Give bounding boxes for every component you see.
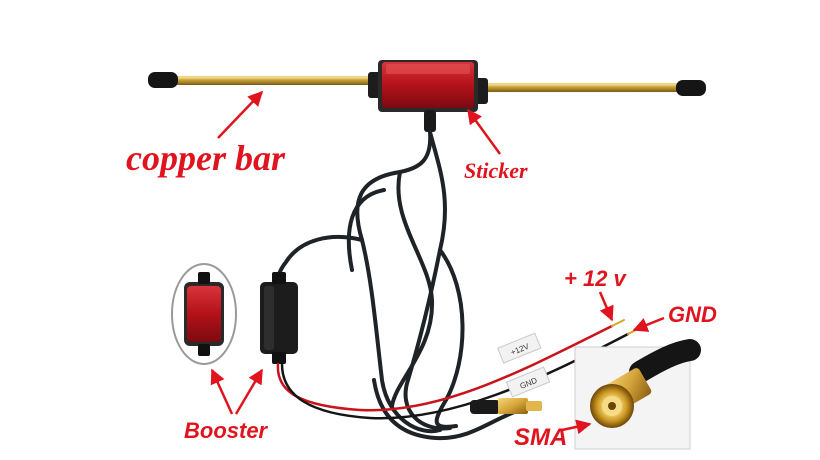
label-gnd: GND [668,302,717,327]
label-copper-bar: copper bar [126,138,285,178]
wire-tag-12v: +12V [497,332,542,364]
copper-bar-left [174,76,382,85]
label-sma: SMA [514,424,568,451]
label-plus-12v: + 12 v [564,266,626,291]
wire-tag-gnd: GND [505,366,551,398]
arrow-gnd [632,316,665,332]
inline-booster [260,272,298,364]
arrow-12v [598,291,614,322]
arrow-sma [561,419,592,435]
sticker-box [378,60,478,112]
copper-bar-right [478,83,688,92]
arrow-booster-left [210,368,234,415]
antenna [148,60,706,132]
label-booster: Booster [184,418,268,443]
arrow-sticker [466,108,502,155]
rod-cap-right [676,80,706,96]
label-sticker: Sticker [464,158,528,183]
sma-plug-small [470,398,542,414]
booster-inset [171,263,237,365]
annotation-arrows [210,90,665,435]
arrow-booster-right [234,368,264,415]
rod-cap-left [148,72,178,88]
arrow-copper-bar [217,90,264,139]
sma-closeup-inset [574,339,701,450]
